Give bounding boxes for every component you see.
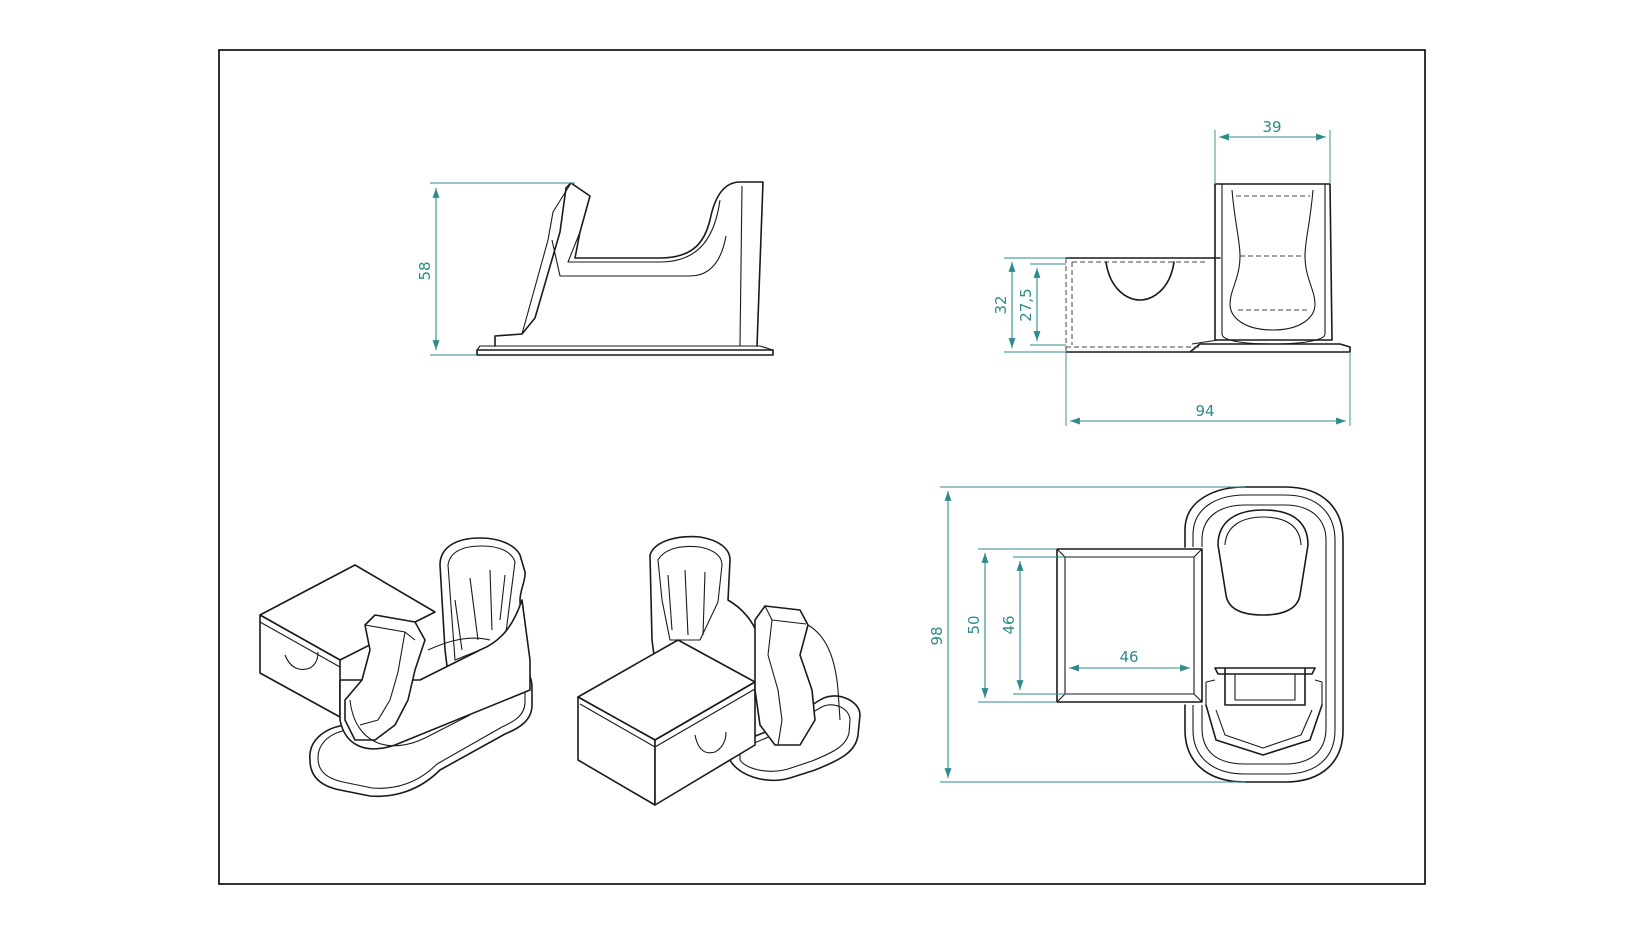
top-view-box — [1056, 548, 1203, 703]
top-box-outer-dimension: 50 — [965, 548, 1057, 703]
side-view-body — [494, 181, 764, 347]
sheet-frame — [218, 49, 1426, 885]
front-total-width-label: 94 — [1195, 402, 1214, 420]
isometric-view-left — [259, 537, 533, 798]
top-box-outer-label: 50 — [965, 615, 983, 634]
front-height-outer-label: 32 — [992, 295, 1010, 314]
top-view — [1056, 486, 1344, 783]
front-height-inner-dimension: 27,5 — [1017, 263, 1066, 346]
front-height-outer-dimension: 32 — [992, 257, 1066, 353]
top-box-inner-label: 46 — [1000, 615, 1018, 634]
front-total-width-dimension: 94 — [1065, 352, 1351, 426]
side-height-dimension: 58 — [416, 182, 575, 356]
side-view — [476, 181, 774, 356]
front-top-width-dimension: 39 — [1214, 118, 1331, 184]
top-box-width-label: 46 — [1119, 648, 1138, 666]
top-depth-label: 98 — [928, 626, 946, 645]
isometric-view-right — [577, 535, 861, 806]
side-height-label: 58 — [416, 261, 434, 280]
front-height-inner-label: 27,5 — [1017, 288, 1035, 321]
side-view-base — [476, 349, 774, 356]
front-view — [1065, 183, 1351, 353]
top-box-width-dimension: 46 — [1069, 648, 1190, 672]
top-box-inner-dimension: 46 — [1000, 556, 1065, 695]
top-view-plate — [1184, 486, 1344, 783]
front-view-cup — [1214, 183, 1333, 341]
front-top-width-label: 39 — [1262, 118, 1281, 136]
top-depth-dimension: 98 — [928, 486, 1245, 783]
